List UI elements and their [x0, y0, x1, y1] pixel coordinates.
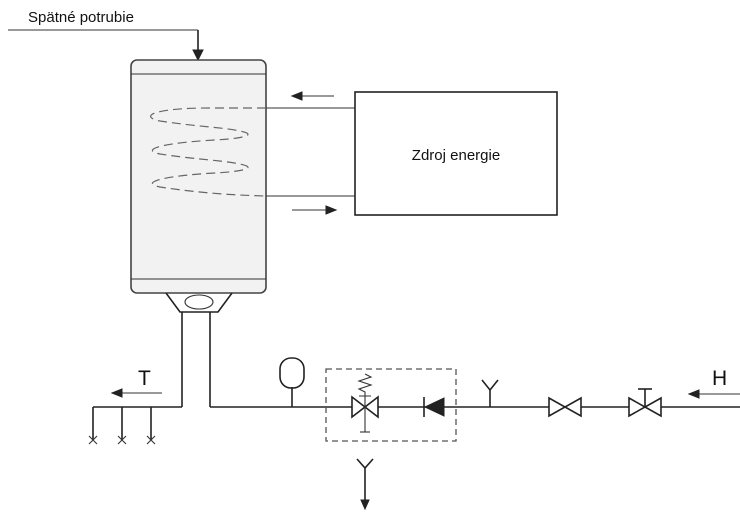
drain-funnel-icon: [356, 458, 374, 511]
check-valve-icon: [423, 397, 445, 417]
reducing-valve-icon: [628, 388, 662, 418]
energy-source-box: Zdroj energie: [354, 91, 558, 216]
shutoff-valve-icon: [548, 396, 582, 418]
storage-tank-icon: [130, 59, 267, 313]
safety-valve-icon: [351, 373, 379, 433]
return-pipe: Spätné potrubie: [8, 9, 204, 62]
cold-inlet-label: H: [712, 367, 727, 390]
tap-icon: [88, 435, 156, 445]
heating-coil-icon: [150, 91, 355, 215]
hot-outlet-label: T: [138, 367, 151, 390]
energy-source-label: Zdroj energie: [412, 147, 500, 164]
expansion-vessel-icon: [279, 357, 305, 389]
cold-water-pipe: [209, 312, 740, 408]
cold-water-inlet: H: [687, 367, 740, 399]
test-funnel-icon: [481, 379, 499, 407]
return-pipe-label: Spätné potrubie: [28, 9, 134, 26]
safety-group: [325, 368, 457, 442]
hot-water-outlet: T: [92, 312, 183, 440]
